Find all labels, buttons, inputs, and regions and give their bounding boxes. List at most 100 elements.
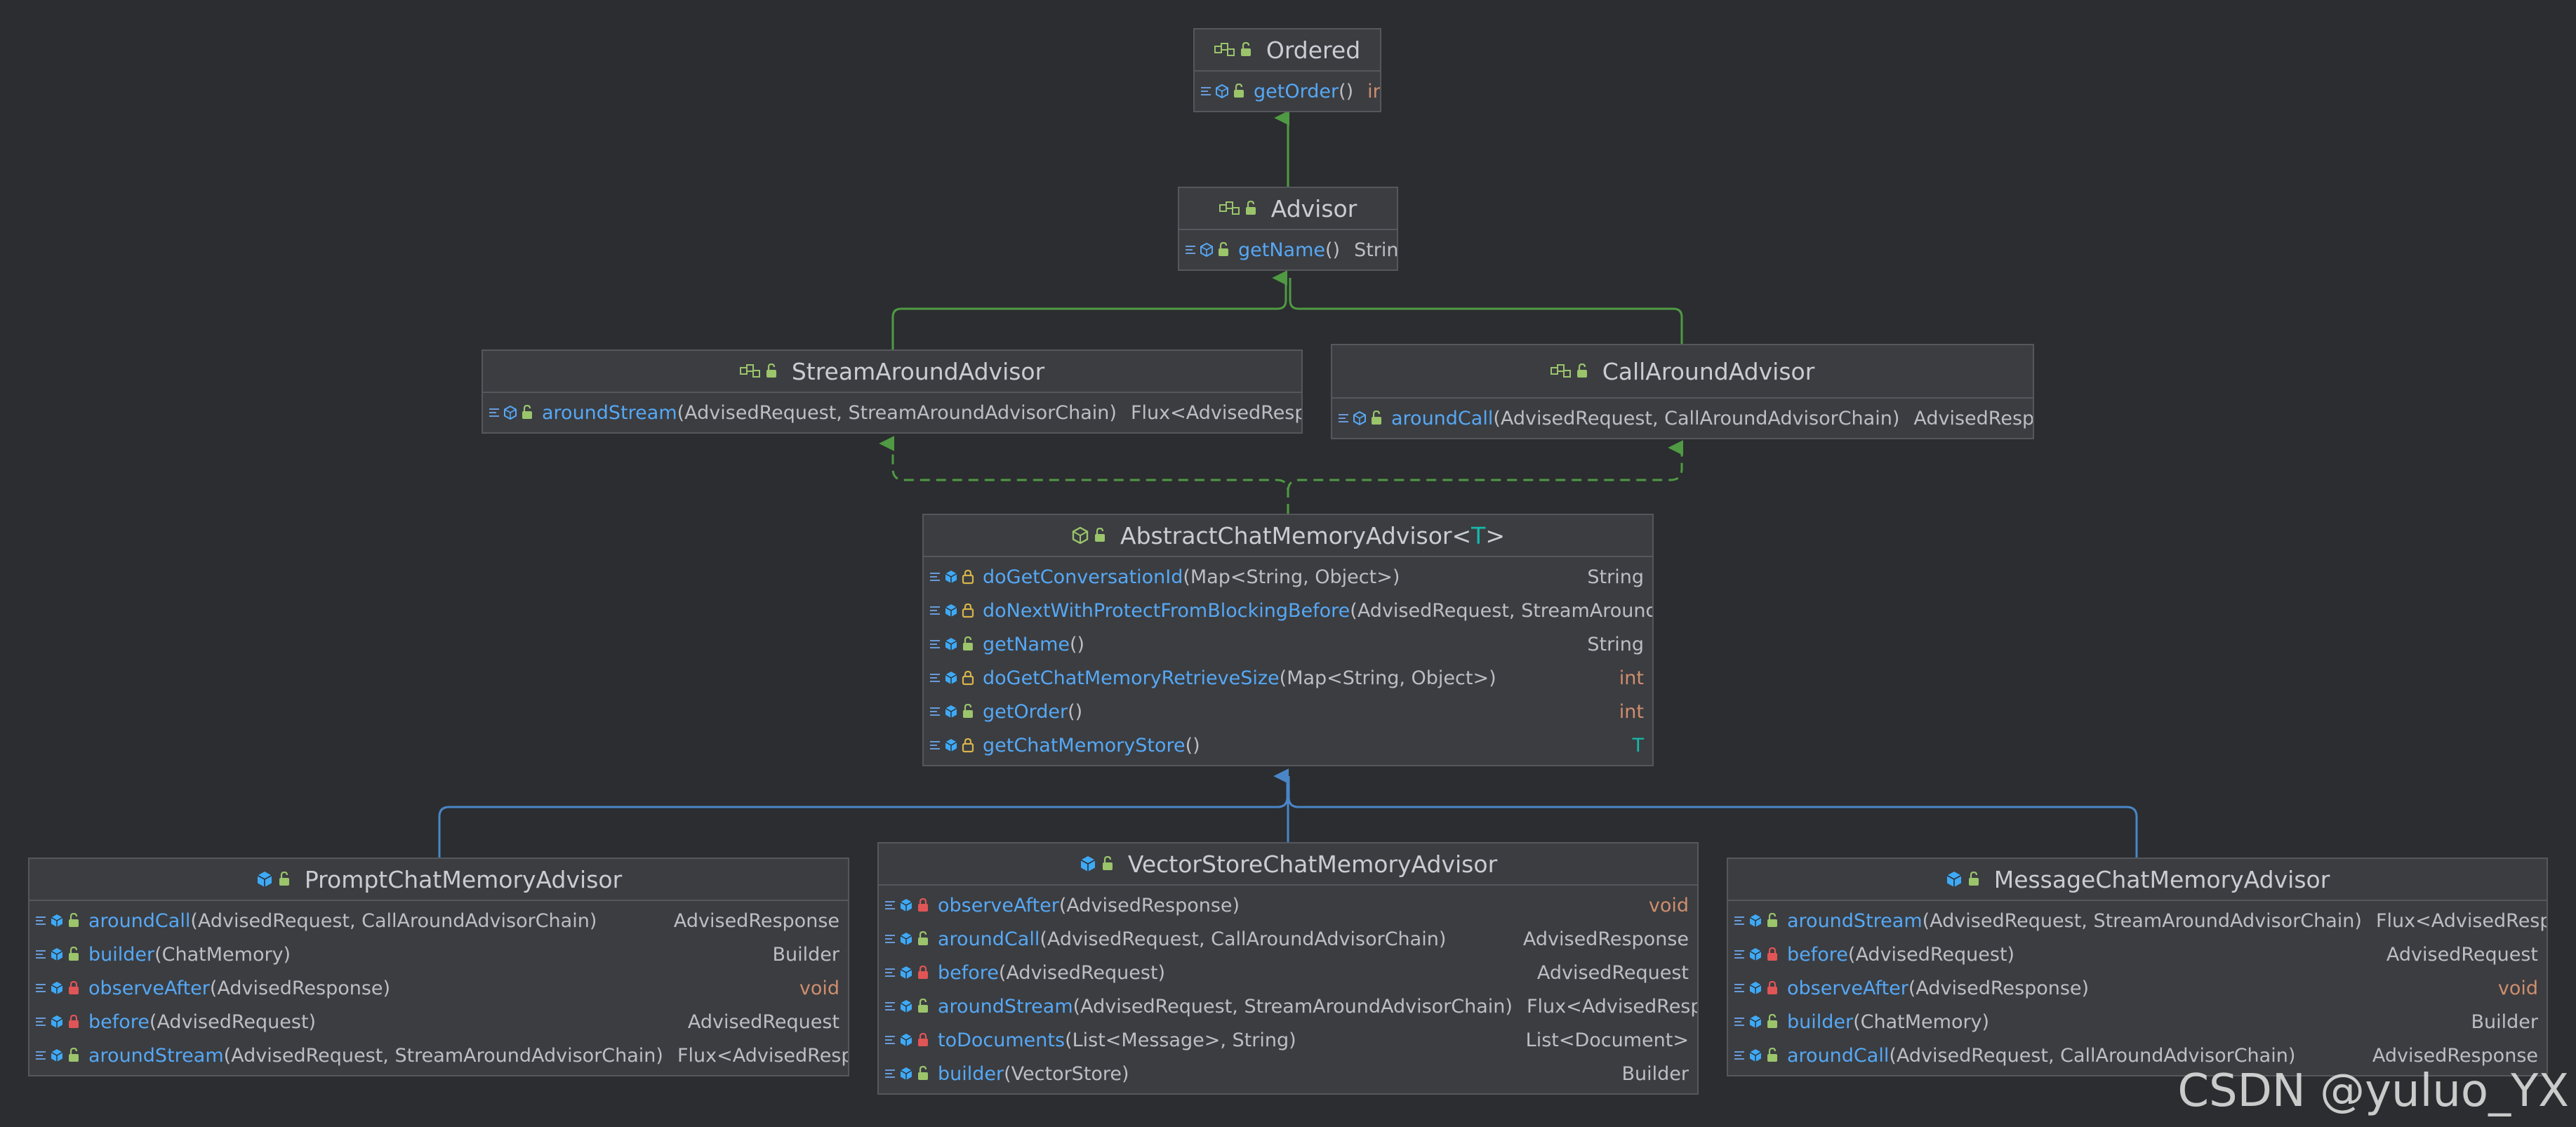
method-icon <box>1338 411 1383 426</box>
method-icon <box>35 1048 80 1063</box>
visibility-public-icon <box>1240 42 1252 58</box>
method-row[interactable]: aroundStream(AdvisedRequest, StreamAroun… <box>1728 904 2547 938</box>
visibility-public-icon <box>278 872 291 887</box>
method-row[interactable]: observeAfter(AdvisedResponse)void <box>29 971 848 1005</box>
edge-abstract-streamaround <box>879 436 1289 514</box>
method-row[interactable]: aroundCall(AdvisedRequest, CallAroundAdv… <box>1728 1039 2547 1072</box>
method-return-type: Flux<AdvisedResponse> <box>1130 401 1301 424</box>
method-params: (AdvisedRequest) <box>1847 943 2015 966</box>
method-return-type: Builder <box>1621 1062 1689 1085</box>
method-icon <box>1734 980 1779 996</box>
node-ordered[interactable]: Ordered getOrder()int <box>1193 28 1381 112</box>
method-row[interactable]: builder(VectorStore)Builder <box>879 1057 1697 1091</box>
node-title: VectorStoreChatMemoryAdvisor <box>1127 850 1498 878</box>
visibility-public-icon <box>1576 364 1588 379</box>
method-name: aroundStream <box>88 1044 224 1067</box>
method-icon <box>1734 913 1779 928</box>
method-row[interactable]: aroundStream(AdvisedRequest, StreamAroun… <box>483 396 1301 429</box>
method-row[interactable]: aroundStream(AdvisedRequest, StreamAroun… <box>879 989 1697 1023</box>
method-row[interactable]: aroundCall(AdvisedRequest, CallAroundAdv… <box>1332 401 2033 435</box>
method-row[interactable]: before(AdvisedRequest)AdvisedRequest <box>1728 938 2547 971</box>
method-params: (AdvisedRequest, StreamAroundAdvisorChai… <box>1073 995 1513 1018</box>
method-row[interactable]: builder(ChatMemory)Builder <box>29 938 848 971</box>
node-abstract-chat-memory-advisor[interactable]: AbstractChatMemoryAdvisor<T> doGetConver… <box>922 514 1654 766</box>
node-advisor[interactable]: Advisor getName() String <box>1178 187 1398 271</box>
method-row[interactable]: aroundCall(AdvisedRequest, CallAroundAdv… <box>29 904 848 938</box>
node-prompt-chat-memory-advisor[interactable]: PromptChatMemoryAdvisor aroundCall(Advis… <box>28 858 849 1076</box>
edge-abstract-callaround <box>1287 440 1684 492</box>
method-row[interactable]: aroundCall(AdvisedRequest, CallAroundAdv… <box>879 922 1697 956</box>
method-row[interactable]: getName()String <box>924 627 1652 661</box>
interface-icon <box>1550 364 1588 379</box>
method-row[interactable]: toDocuments(List<Message>, String)List<D… <box>879 1023 1697 1057</box>
method-icon <box>929 704 974 719</box>
method-return-type: AdvisedResponse <box>673 909 839 932</box>
method-icon <box>884 898 929 913</box>
method-params: (ChatMemory) <box>154 943 291 966</box>
method-name: getOrder <box>1254 80 1339 102</box>
method-return-type: Builder <box>2471 1011 2539 1033</box>
method-params: () <box>1068 700 1083 723</box>
method-params: (Map<String, Object>) <box>1183 566 1400 588</box>
node-title: CallAroundAdvisor <box>1602 357 1815 385</box>
method-icon <box>929 738 974 753</box>
method-name: aroundCall <box>1787 1044 1890 1067</box>
method-list: doGetConversationId(Map<String, Object>)… <box>924 557 1652 765</box>
node-title: Ordered <box>1266 36 1361 64</box>
interface-icon <box>739 364 778 379</box>
method-params: (AdvisedRequest, CallAroundAdvisorChain) <box>1040 928 1447 950</box>
method-row[interactable]: doNextWithProtectFromBlockingBefore(Advi… <box>924 594 1652 627</box>
node-message-chat-memory-advisor[interactable]: MessageChatMemoryAdvisor aroundStream(Ad… <box>1727 858 2548 1076</box>
method-return-type: int <box>1367 80 1380 102</box>
method-row[interactable]: observeAfter(AdvisedResponse)void <box>1728 971 2547 1005</box>
method-params: (AdvisedRequest) <box>998 961 1166 984</box>
node-call-around-advisor[interactable]: CallAroundAdvisor aroundCall(AdvisedRequ… <box>1331 344 2034 439</box>
method-return-type: Flux<AdvisedResponse> <box>1526 995 1697 1018</box>
method-name: aroundCall <box>938 928 1040 950</box>
method-params: (AdvisedRequest) <box>149 1011 317 1033</box>
method-name: getName <box>983 633 1070 655</box>
node-stream-around-advisor[interactable]: StreamAroundAdvisor aroundStream(Advised… <box>482 349 1303 434</box>
method-return-type: Builder <box>772 943 840 966</box>
node-header: Advisor <box>1179 188 1397 230</box>
method-row[interactable]: getOrder()int <box>1195 74 1380 108</box>
method-name: doNextWithProtectFromBlockingBefore <box>983 599 1350 622</box>
method-row[interactable]: doGetConversationId(Map<String, Object>)… <box>924 560 1652 594</box>
method-row[interactable]: builder(ChatMemory)Builder <box>1728 1005 2547 1039</box>
method-name: getName <box>1238 239 1325 261</box>
method-params: () <box>1325 239 1341 261</box>
node-vector-store-chat-memory-advisor[interactable]: VectorStoreChatMemoryAdvisor observeAfte… <box>877 842 1699 1095</box>
method-icon <box>884 1032 929 1048</box>
method-return-type: int <box>1619 700 1644 723</box>
method-name: aroundStream <box>1787 909 1923 932</box>
method-row[interactable]: doGetChatMemoryRetrieveSize(Map<String, … <box>924 661 1652 695</box>
method-params: (AdvisedResponse) <box>209 977 391 999</box>
method-name: builder <box>938 1062 1004 1085</box>
method-name: toDocuments <box>938 1029 1065 1051</box>
method-name: getOrder <box>983 700 1068 723</box>
method-return-type: int <box>1619 667 1644 689</box>
edge-message-abstract <box>1287 776 2138 858</box>
method-params: (ChatMemory) <box>1853 1011 1990 1033</box>
node-title: Advisor <box>1270 194 1357 222</box>
node-header: Ordered <box>1195 29 1380 72</box>
method-return-type: void <box>2497 977 2538 999</box>
method-row[interactable]: observeAfter(AdvisedResponse)void <box>879 888 1697 922</box>
method-params: (AdvisedRequest, CallAroundAdvisorChain) <box>190 909 597 932</box>
method-return-type: String <box>1354 239 1397 261</box>
method-params: (AdvisedRequest, StreamAroundAdvis <box>1350 599 1652 622</box>
method-row[interactable]: getOrder() int <box>924 695 1652 728</box>
method-row[interactable]: before(AdvisedRequest)AdvisedRequest <box>29 1005 848 1039</box>
node-header: CallAroundAdvisor <box>1332 345 2033 399</box>
class-icon <box>255 870 291 888</box>
method-row[interactable]: aroundStream(AdvisedRequest, StreamAroun… <box>29 1039 848 1072</box>
method-row[interactable]: getName() String <box>1179 233 1397 267</box>
method-name: observeAfter <box>88 977 210 999</box>
method-icon <box>884 931 929 947</box>
method-row[interactable]: getChatMemoryStore()T <box>924 728 1652 762</box>
method-icon <box>929 636 974 652</box>
node-title: StreamAroundAdvisor <box>791 357 1045 385</box>
method-list: getOrder()int <box>1195 72 1380 111</box>
method-row[interactable]: before(AdvisedRequest)AdvisedRequest <box>879 956 1697 989</box>
